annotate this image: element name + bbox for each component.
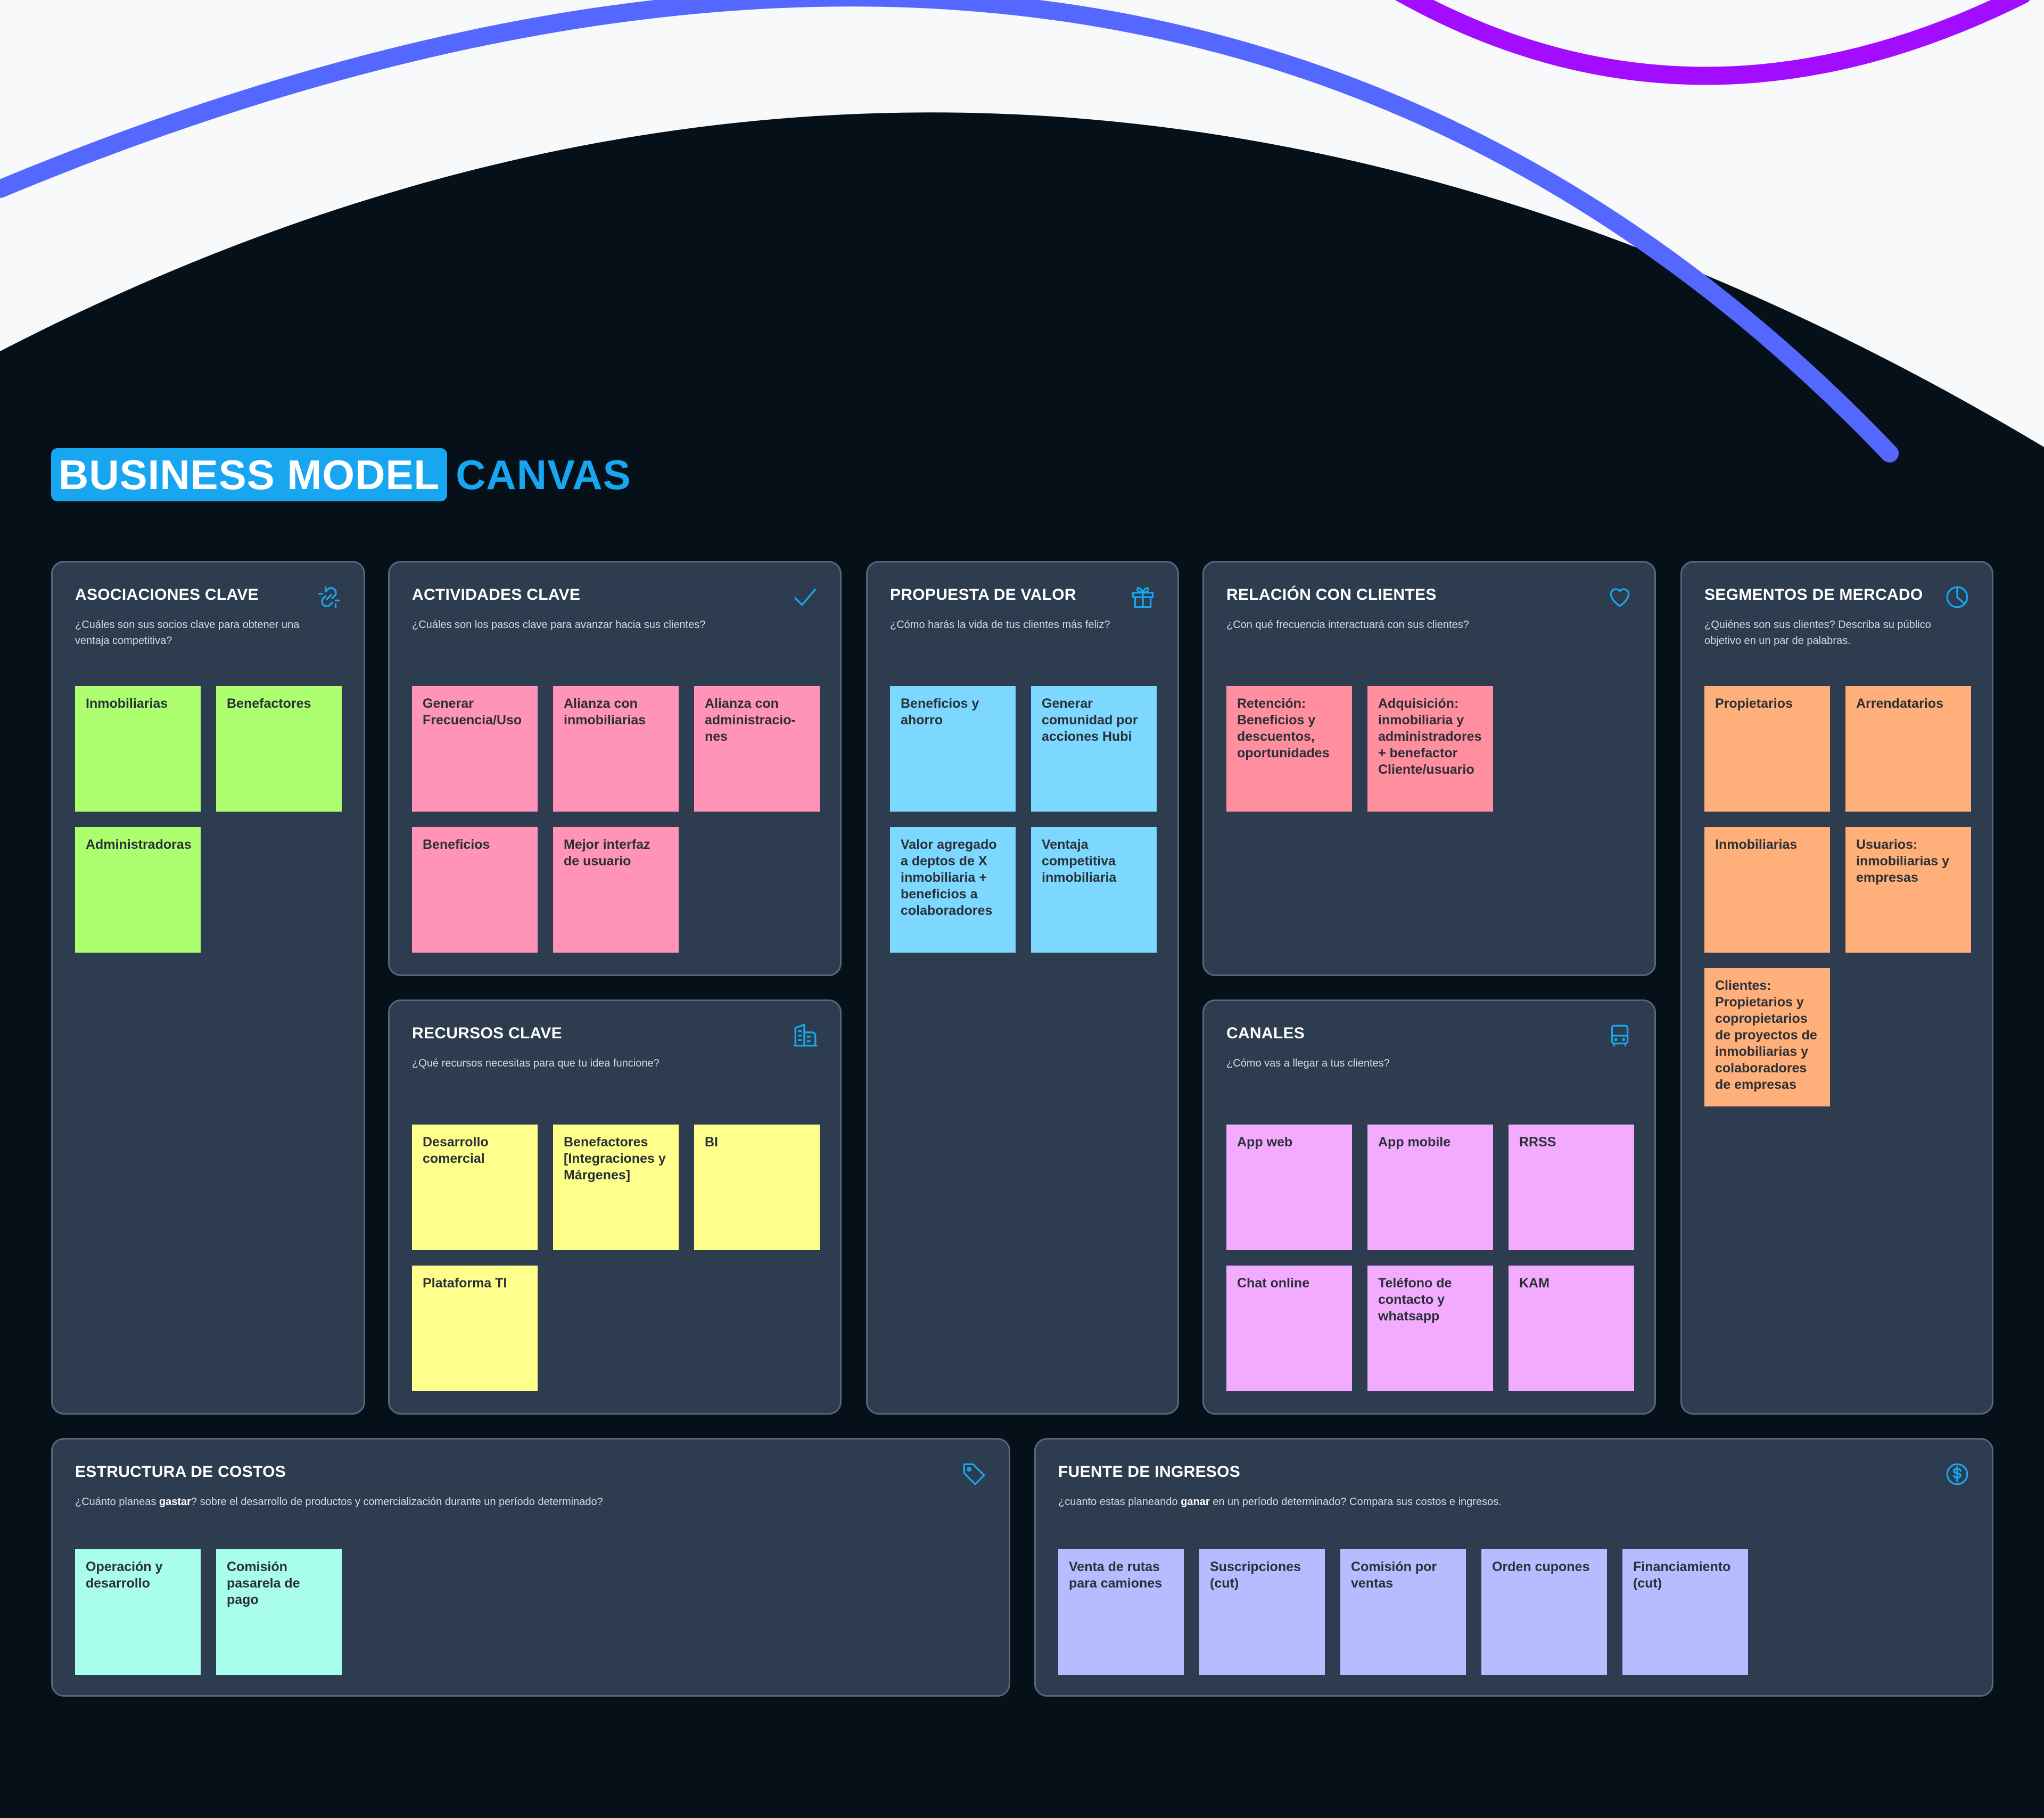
- sticky-note[interactable]: Alianza con administracio-nes: [694, 686, 820, 812]
- sticky-note[interactable]: Inmobiliarias: [1704, 827, 1830, 953]
- panel-title: SEGMENTOS DE MERCADO: [1704, 586, 1923, 604]
- sticky-note[interactable]: RRSS: [1509, 1125, 1634, 1250]
- panel-canales: CANALES ¿Cómo vas a llegar a tus cliente…: [1202, 999, 1656, 1415]
- sticky-note[interactable]: Venta de rutas para camiones: [1058, 1549, 1184, 1675]
- panel-subtitle: ¿Cuánto planeas gastar? sobre el desarro…: [75, 1494, 969, 1510]
- dollar-icon: [1944, 1461, 1971, 1488]
- sticky-note[interactable]: Valor agregado a deptos de X inmobiliari…: [890, 827, 1016, 953]
- panel-title: PROPUESTA DE VALOR: [890, 586, 1076, 604]
- sticky-note[interactable]: Teléfono de contacto y whatsapp: [1367, 1266, 1493, 1391]
- panel-relacion-con-clientes: RELACIÓN CON CLIENTES ¿Con qué frecuenci…: [1202, 561, 1656, 976]
- buildings-icon: [792, 1022, 819, 1049]
- sticky-note[interactable]: Benefactores [Integraciones y Márgenes]: [553, 1125, 679, 1250]
- sticky-note[interactable]: Clientes: Propietarios y copropietarios …: [1704, 968, 1830, 1106]
- title-rest: CANVAS: [456, 451, 631, 499]
- panel-title: ESTRUCTURA DE COSTOS: [75, 1463, 286, 1481]
- sticky-note[interactable]: Benefactores: [216, 686, 342, 812]
- panel-propuesta-de-valor: PROPUESTA DE VALOR ¿Cómo harás la vida d…: [866, 561, 1179, 1415]
- sticky-note[interactable]: Retención: Beneficios y descuentos, opor…: [1226, 686, 1352, 812]
- subtitle-text: ¿cuanto estas planeando: [1058, 1496, 1181, 1508]
- sticky-note[interactable]: Ventaja competitiva inmobiliaria: [1031, 827, 1157, 953]
- sticky-note[interactable]: BI: [694, 1125, 820, 1250]
- panel-recursos-clave: RECURSOS CLAVE ¿Qué recursos necesitas p…: [388, 999, 842, 1415]
- panel-subtitle: ¿Cómo harás la vida de tus clientes más …: [890, 617, 1156, 633]
- bus-icon: [1606, 1022, 1633, 1049]
- tag-icon: [961, 1461, 987, 1488]
- sticky-note[interactable]: Inmobiliarias: [75, 686, 201, 812]
- pie-chart-icon: [1944, 584, 1971, 610]
- page-title: BUSINESS MODEL CANVAS: [51, 447, 631, 502]
- gift-icon: [1130, 584, 1156, 610]
- link-icon: [316, 584, 342, 610]
- sticky-note[interactable]: Administradoras: [75, 827, 201, 953]
- sticky-note[interactable]: Chat online: [1226, 1266, 1352, 1391]
- sticky-note[interactable]: Beneficios y ahorro: [890, 686, 1016, 812]
- title-highlight: BUSINESS MODEL: [51, 448, 447, 501]
- heart-icon: [1606, 584, 1633, 610]
- check-icon: [792, 584, 819, 610]
- panel-fuente-de-ingresos: FUENTE DE INGRESOS ¿cuanto estas planean…: [1034, 1438, 1993, 1697]
- subtitle-emphasis: gastar: [159, 1496, 191, 1508]
- sticky-note[interactable]: Generar comunidad por acciones Hubi: [1031, 686, 1157, 812]
- sticky-note[interactable]: KAM: [1509, 1266, 1634, 1391]
- sticky-note[interactable]: Orden cupones: [1481, 1549, 1607, 1675]
- panel-title: FUENTE DE INGRESOS: [1058, 1463, 1240, 1481]
- subtitle-emphasis: ganar: [1181, 1496, 1209, 1508]
- subtitle-text: ¿Cuánto planeas: [75, 1496, 159, 1508]
- subtitle-text: en un período determinado? Compara sus c…: [1210, 1496, 1502, 1508]
- sticky-note[interactable]: Generar Frecuencia/Uso: [412, 686, 538, 812]
- sticky-note[interactable]: Comisión por ventas: [1340, 1549, 1466, 1675]
- sticky-note[interactable]: Arrendatarios: [1845, 686, 1971, 812]
- subtitle-text: ? sobre el desarrollo de productos y com…: [191, 1496, 603, 1508]
- sticky-note[interactable]: Alianza con inmobiliarias: [553, 686, 679, 812]
- sticky-note[interactable]: App mobile: [1367, 1125, 1493, 1250]
- panel-subtitle: ¿Cómo vas a llegar a tus clientes?: [1226, 1055, 1620, 1071]
- sticky-note[interactable]: Beneficios: [412, 827, 538, 953]
- panel-asociaciones-clave: ASOCIACIONES CLAVE ¿Cuáles son sus socio…: [51, 561, 365, 1415]
- sticky-note[interactable]: Comisión pasarela de pago: [216, 1549, 342, 1675]
- sticky-note[interactable]: App web: [1226, 1125, 1352, 1250]
- panel-title: CANALES: [1226, 1024, 1305, 1043]
- sticky-note[interactable]: Financiamiento (cut): [1622, 1549, 1748, 1675]
- panel-title: ACTIVIDADES CLAVE: [412, 586, 580, 604]
- panel-title: ASOCIACIONES CLAVE: [75, 586, 259, 604]
- sticky-note[interactable]: Usuarios: inmobiliarias y empresas: [1845, 827, 1971, 953]
- panel-subtitle: ¿Cuáles son sus socios clave para obtene…: [75, 617, 325, 649]
- sticky-note[interactable]: Propietarios: [1704, 686, 1830, 812]
- panel-subtitle: ¿cuanto estas planeando ganar en un perí…: [1058, 1494, 1952, 1510]
- sticky-note[interactable]: Plataforma TI: [412, 1266, 538, 1391]
- sticky-note[interactable]: Suscripciones (cut): [1199, 1549, 1325, 1675]
- panel-title: RELACIÓN CON CLIENTES: [1226, 586, 1437, 604]
- panel-subtitle: ¿Con qué frecuencia interactuará con sus…: [1226, 617, 1620, 633]
- panel-subtitle: ¿Qué recursos necesitas para que tu idea…: [412, 1055, 806, 1071]
- panel-subtitle: ¿Quiénes son sus clientes? Describa su p…: [1704, 617, 1965, 649]
- panel-actividades-clave: ACTIVIDADES CLAVE ¿Cuáles son los pasos …: [388, 561, 842, 976]
- sticky-note[interactable]: Operación y desarrollo: [75, 1549, 201, 1675]
- sticky-note[interactable]: Mejor interfaz de usuario: [553, 827, 679, 953]
- panel-subtitle: ¿Cuáles son los pasos clave para avanzar…: [412, 617, 806, 633]
- sticky-note[interactable]: Desarrollo comercial: [412, 1125, 538, 1250]
- panel-estructura-de-costos: ESTRUCTURA DE COSTOS ¿Cuánto planeas gas…: [51, 1438, 1010, 1697]
- sticky-note[interactable]: Adquisición: inmobiliaria y administrado…: [1367, 686, 1493, 812]
- panel-segmentos-de-mercado: SEGMENTOS DE MERCADO ¿Quiénes son sus cl…: [1680, 561, 1993, 1415]
- panel-title: RECURSOS CLAVE: [412, 1024, 562, 1043]
